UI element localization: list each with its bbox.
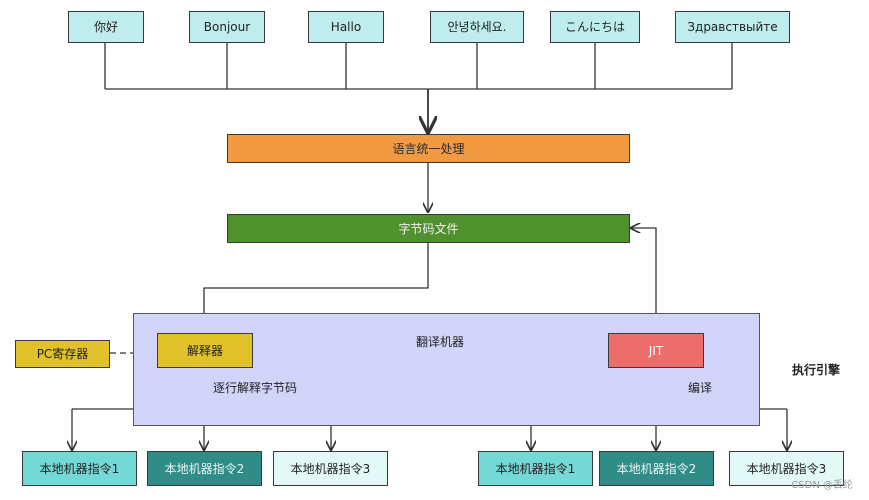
lang-box-french[interactable]: Bonjour — [189, 11, 265, 43]
bytecode-to-interpreter-arrow — [204, 243, 429, 331]
compile-note: 编译 — [688, 381, 713, 395]
translator-machine-title: 翻译机器 — [416, 335, 465, 349]
native-instruction-left-3[interactable]: 本地机器指令3 — [273, 451, 388, 486]
lang-box-japanese[interactable]: こんにちは — [550, 11, 640, 43]
lang-box-korean[interactable]: 안녕하세요. — [430, 11, 524, 43]
native-instruction-right-1[interactable]: 本地机器指令1 — [478, 451, 593, 486]
lang-box-german[interactable]: Hallo — [308, 11, 384, 43]
unify-processing-box[interactable]: 语言统一处理 — [227, 134, 630, 163]
lang-box-russian[interactable]: Здравствыйте — [675, 11, 790, 43]
native-instruction-right-3[interactable]: 本地机器指令3 — [729, 451, 844, 486]
jit-compiler-box[interactable]: JIT — [608, 333, 704, 368]
bytecode-file-box[interactable]: 字节码文件 — [227, 214, 630, 243]
interpret-line-by-line-note: 逐行解释字节码 — [213, 381, 298, 395]
native-instruction-right-2[interactable]: 本地机器指令2 — [599, 451, 714, 486]
interpreter-box[interactable]: 解释器 — [157, 333, 253, 368]
watermark: CSDN @丢纶 — [791, 480, 853, 491]
translator-machine-region — [133, 313, 760, 426]
lang-box-chinese[interactable]: 你好 — [68, 11, 144, 43]
native-instruction-left-2[interactable]: 本地机器指令2 — [147, 451, 262, 486]
jit-to-bytecode-arrow — [631, 228, 657, 332]
native-instruction-left-1[interactable]: 本地机器指令1 — [22, 451, 137, 486]
execution-engine-label: 执行引擎 — [792, 363, 841, 377]
pc-register-box[interactable]: PC寄存器 — [15, 340, 110, 368]
